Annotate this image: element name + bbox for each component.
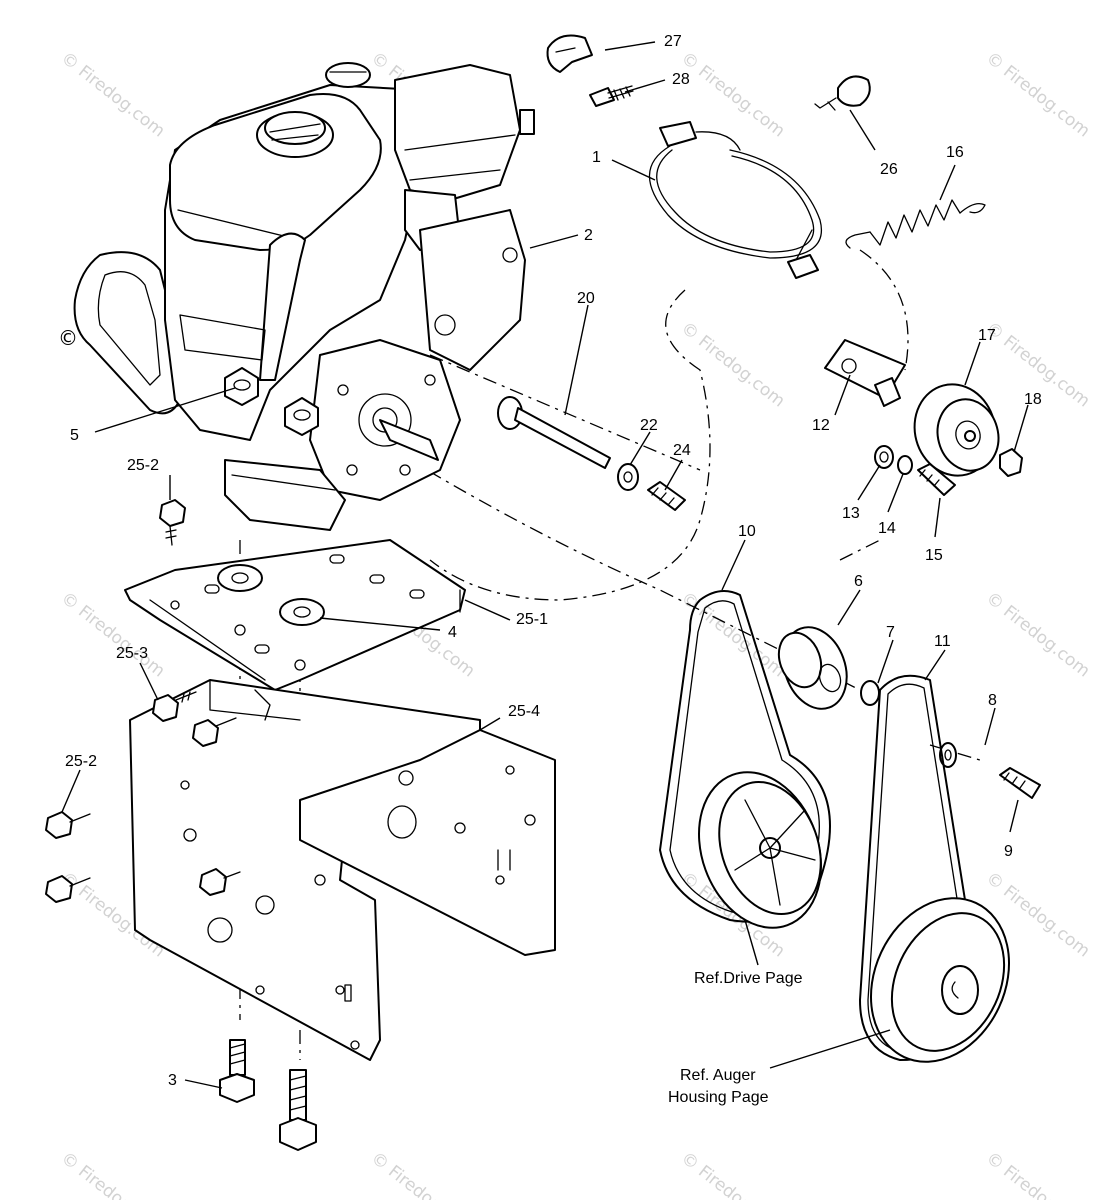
idler-nut[interactable] bbox=[999, 448, 1023, 477]
leader-lines bbox=[61, 41, 1029, 1089]
star-washer[interactable] bbox=[217, 564, 263, 592]
reference-notes: Ref.Drive Page Ref. Auger Housing Page bbox=[668, 970, 803, 1106]
callout-17: 17 bbox=[978, 327, 996, 344]
idler-spring[interactable] bbox=[845, 199, 986, 249]
idler-bracket[interactable] bbox=[824, 339, 906, 407]
callout-26: 26 bbox=[880, 161, 898, 178]
right-side-frame[interactable] bbox=[299, 729, 556, 956]
callout-labels: 27 28 1 2 5 26 16 17 12 18 13 14 15 20 2… bbox=[65, 33, 1042, 1089]
electric-start-cord[interactable] bbox=[648, 121, 822, 279]
watermark: Firedog.com bbox=[74, 1162, 168, 1200]
washer-8[interactable] bbox=[939, 742, 957, 768]
watermark: Firedog.com bbox=[999, 1162, 1093, 1200]
watermark: Firedog.com bbox=[694, 1162, 788, 1200]
carriage-bolt-3[interactable] bbox=[219, 1039, 255, 1103]
cable-clip[interactable] bbox=[546, 34, 593, 73]
bolt-24[interactable] bbox=[647, 481, 686, 511]
hex-bolt-25-3[interactable] bbox=[152, 691, 197, 722]
shoulder-bolt-15[interactable] bbox=[917, 463, 956, 496]
callout-10: 10 bbox=[738, 523, 756, 540]
watermark: Firedog.com bbox=[999, 332, 1093, 412]
hex-bolt-25-3[interactable] bbox=[192, 717, 237, 747]
spacer-7[interactable] bbox=[860, 680, 880, 706]
callout-8: 8 bbox=[988, 692, 997, 709]
callout-5: 5 bbox=[70, 427, 79, 444]
callout-7: 7 bbox=[886, 624, 895, 641]
callout-25-4: 25-4 bbox=[508, 703, 540, 720]
callout-14: 14 bbox=[878, 520, 896, 537]
spacer-13[interactable] bbox=[874, 445, 894, 469]
callout-25-2: 25-2 bbox=[65, 753, 97, 770]
watermark: Firedog.com bbox=[694, 602, 788, 682]
callout-1: 1 bbox=[592, 149, 601, 166]
callout-25-1: 25-1 bbox=[516, 611, 548, 628]
hex-bolt-25-2[interactable] bbox=[45, 875, 91, 903]
washer-22[interactable] bbox=[617, 463, 639, 491]
carriage-bolt-3[interactable] bbox=[279, 1069, 317, 1151]
clip-screw[interactable] bbox=[589, 85, 634, 107]
watermark: Firedog.com bbox=[999, 602, 1093, 682]
auger-pulley[interactable] bbox=[845, 875, 1035, 1084]
engine-pulley[interactable] bbox=[772, 618, 858, 717]
callout-27: 27 bbox=[664, 33, 682, 50]
watermark: Firedog.com bbox=[74, 62, 168, 142]
callout-24: 24 bbox=[673, 442, 691, 459]
ignition-key[interactable] bbox=[814, 75, 871, 111]
watermark: Firedog.com bbox=[384, 1162, 478, 1200]
callout-2: 2 bbox=[584, 227, 593, 244]
ref-drive-page: Ref.Drive Page bbox=[694, 970, 803, 987]
callout-3: 3 bbox=[168, 1072, 177, 1089]
hex-bolt-25-2[interactable] bbox=[45, 811, 91, 839]
watermark: Firedog.com bbox=[694, 332, 788, 412]
callout-25-3: 25-3 bbox=[116, 645, 148, 662]
idler-pulley[interactable] bbox=[904, 375, 1006, 485]
drive-pulley[interactable] bbox=[678, 755, 842, 945]
ref-auger-line1: Ref. Auger bbox=[680, 1067, 756, 1084]
copyright-symbol: © bbox=[58, 326, 78, 350]
callout-12: 12 bbox=[812, 417, 830, 434]
star-washer[interactable] bbox=[279, 598, 325, 626]
hex-bolt-25-2[interactable] bbox=[199, 868, 241, 896]
callout-28: 28 bbox=[672, 71, 690, 88]
lock-washer-14[interactable] bbox=[897, 455, 913, 475]
watermark: Firedog.com bbox=[694, 62, 788, 142]
callout-16: 16 bbox=[946, 144, 964, 161]
watermark: Firedog.com bbox=[999, 882, 1093, 962]
callout-6: 6 bbox=[854, 573, 863, 590]
callout-15: 15 bbox=[925, 547, 943, 564]
callout-9: 9 bbox=[1004, 843, 1013, 860]
shaft-bolt-20[interactable] bbox=[497, 396, 611, 469]
bolt-9[interactable] bbox=[999, 767, 1041, 799]
watermark: Firedog.com bbox=[999, 62, 1093, 142]
ref-auger-line2: Housing Page bbox=[668, 1089, 769, 1106]
callout-20: 20 bbox=[577, 290, 595, 307]
callout-22: 22 bbox=[640, 417, 658, 434]
callout-11: 11 bbox=[934, 633, 951, 650]
callout-4: 4 bbox=[448, 624, 457, 641]
engine[interactable]: © bbox=[58, 62, 535, 531]
callout-25-2: 25-2 bbox=[127, 457, 159, 474]
callout-13: 13 bbox=[842, 505, 860, 522]
callout-18: 18 bbox=[1024, 391, 1042, 408]
hex-bolt-25-2[interactable] bbox=[159, 499, 186, 546]
